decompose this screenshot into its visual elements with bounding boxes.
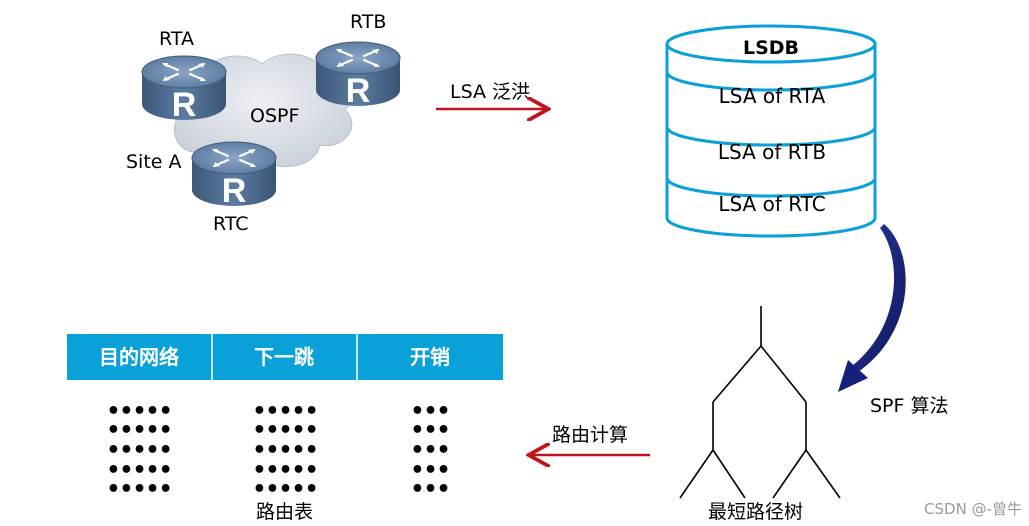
table-cell: ••••• [252, 438, 317, 463]
site-label: Site A [126, 151, 182, 173]
spf-label: SPF 算法 [870, 395, 949, 417]
table-header-bar [67, 334, 503, 380]
table-cell: ••••• [106, 418, 171, 443]
table-cell: ••• [410, 418, 449, 443]
table-cell: ••••• [252, 418, 317, 443]
router-glyph: R [222, 172, 247, 210]
watermark: CSDN @-曾牛 [924, 500, 1022, 518]
tree-graph [679, 306, 841, 499]
route-calc-label: 路由计算 [552, 424, 628, 446]
tree-label: 最短路径树 [708, 501, 803, 523]
table-cell: ••• [410, 458, 449, 483]
table-cell: ••••• [252, 399, 317, 424]
router-icon-rta: R [140, 54, 228, 124]
table-cell: ••• [410, 477, 449, 502]
lsdb-row-rta: LSA of RTA [719, 84, 826, 108]
router-glyph: R [346, 72, 371, 110]
database-cylinder [665, 24, 877, 238]
table-cell: ••••• [106, 477, 171, 502]
router-glyph: R [172, 86, 197, 124]
router-icon-rtb: R [314, 40, 402, 110]
cloud-label: OSPF [250, 105, 299, 127]
router-label-rta: RTA [159, 28, 194, 50]
lsdb-row-rtc: LSA of RTC [718, 192, 825, 216]
routing-table-caption: 路由表 [256, 501, 313, 523]
curved-arrow [838, 224, 906, 392]
table-cell: ••••• [106, 458, 171, 483]
table-cell: ••••• [106, 438, 171, 463]
routing-table: 目的网络 下一跳 开销 ••••• ••••• ••• ••••• ••••• … [67, 334, 503, 502]
table-cell: ••• [410, 399, 449, 424]
table-header-nexthop: 下一跳 [254, 345, 314, 369]
router-icon-rtc: R [190, 140, 278, 210]
table-header-cost: 开销 [410, 345, 450, 369]
table-header-dest: 目的网络 [99, 345, 179, 369]
table-cell: ••••• [252, 458, 317, 483]
lsdb-row-rtb: LSA of RTB [718, 140, 826, 164]
lsdb-title: LSDB [743, 37, 799, 59]
flood-label: LSA 泛洪 [450, 81, 530, 103]
router-label-rtb: RTB [350, 11, 386, 33]
router-label-rtc: RTC [213, 213, 249, 235]
table-cell: ••••• [252, 477, 317, 502]
table-cell: ••••• [106, 399, 171, 424]
table-cell: ••• [410, 438, 449, 463]
